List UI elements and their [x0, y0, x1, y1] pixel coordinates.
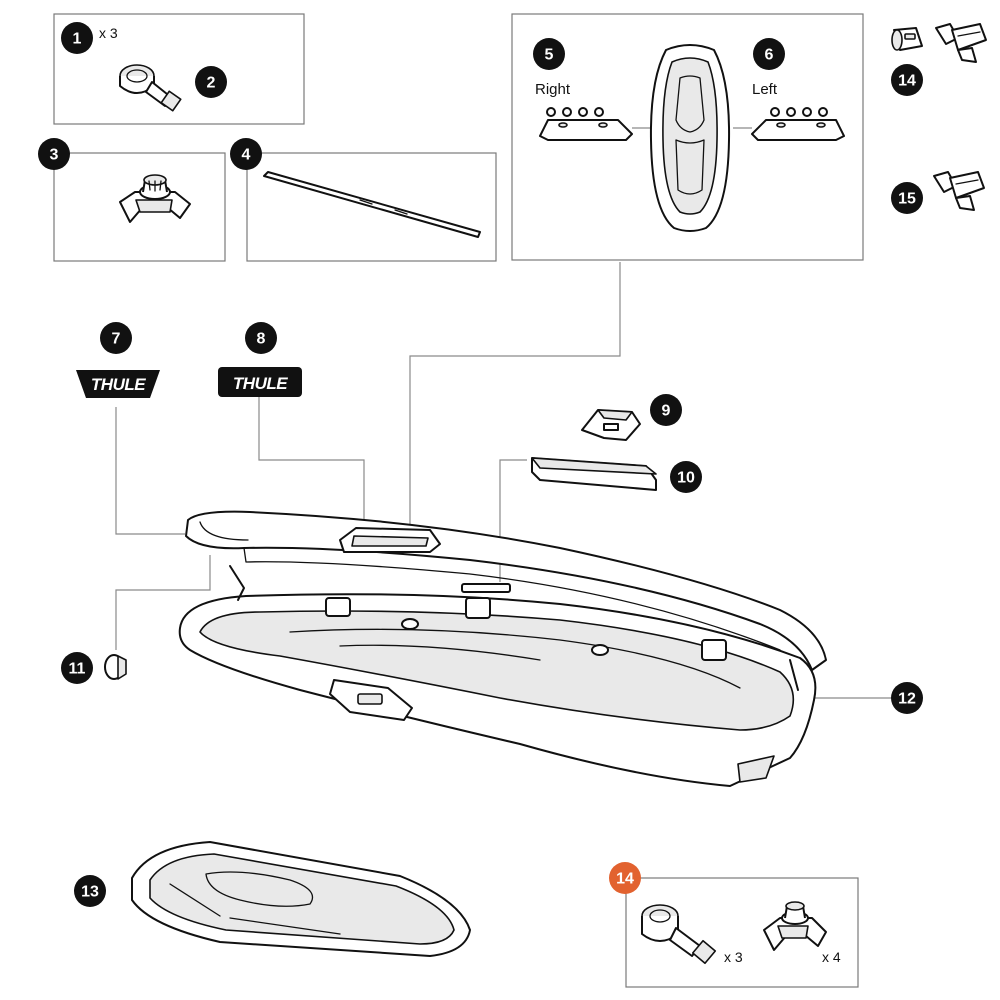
qty-kit-straps: x 3: [724, 949, 743, 965]
callout-number-14a: 14: [898, 73, 916, 90]
callout-badge-10: 10: [670, 461, 702, 493]
callout-number-4: 4: [242, 147, 251, 164]
callout-circle-5: [533, 38, 565, 70]
callout-circle-11: [61, 652, 93, 684]
callout-circle-8: [245, 322, 277, 354]
frame-item-3: [53, 152, 226, 262]
callout-number-11: 11: [69, 661, 86, 678]
callout-badge-14b: 14: [609, 862, 641, 894]
screws-right: [546, 107, 604, 117]
frame-item-14-kit: [625, 877, 859, 988]
lock-cylinder-part: [891, 27, 923, 51]
logo-8-text: THULE: [233, 374, 288, 393]
callout-circle-1: [61, 22, 93, 54]
callout-circle-3: [38, 138, 70, 170]
leader-8: [258, 397, 365, 528]
callout-number-12: 12: [898, 691, 916, 708]
screws-left: [770, 107, 828, 117]
callout-badge-8: 8: [245, 322, 277, 354]
label-left: Left: [752, 81, 778, 98]
key-15-part: [933, 171, 985, 211]
left-plate-part: [751, 119, 845, 141]
label-right: Right: [535, 81, 571, 98]
callout-number-2: 2: [207, 75, 216, 92]
lid-top-view: [649, 44, 731, 232]
callout-circle-9: [650, 394, 682, 426]
plug-part: [104, 654, 127, 680]
callout-number-13: 13: [81, 884, 99, 901]
callout-circle-14a: [891, 64, 923, 96]
qty-kit-clamps: x 4: [822, 949, 841, 965]
qty-item-1: x 3: [99, 25, 118, 41]
leader-7: [115, 407, 185, 535]
callout-circle-2: [195, 66, 227, 98]
callout-badge-1: 1: [61, 22, 93, 54]
callout-badge-11: 11: [61, 652, 93, 684]
base-shell-part: [131, 841, 471, 957]
callout-number-6: 6: [765, 47, 774, 64]
callout-circle-6: [753, 38, 785, 70]
leader-5-6: [409, 262, 621, 540]
callout-badge-4: 4: [230, 138, 262, 170]
callout-badge-7: 7: [100, 322, 132, 354]
rail-part: [263, 171, 481, 238]
callout-number-9: 9: [662, 403, 671, 420]
frame-items-1-2: [53, 13, 305, 125]
stop-pad-part: [581, 409, 641, 441]
callout-number-7: 7: [112, 331, 121, 348]
callout-number-8: 8: [257, 331, 266, 348]
callout-number-15: 15: [898, 191, 916, 208]
callout-badge-9: 9: [650, 394, 682, 426]
callout-circle-7: [100, 322, 132, 354]
callout-number-5: 5: [545, 47, 554, 64]
kit-strap-part: [641, 904, 717, 965]
callout-circle-4: [230, 138, 262, 170]
callout-number-14b: 14: [616, 871, 634, 888]
callout-circle-14b: [609, 862, 641, 894]
strap-part: [119, 64, 182, 112]
thule-logo-8: THULE: [218, 367, 302, 397]
callout-number-3: 3: [50, 147, 59, 164]
callout-circle-15: [891, 182, 923, 214]
leader-11: [115, 555, 211, 650]
right-plate-part: [539, 119, 633, 141]
callout-badge-13: 13: [74, 875, 106, 907]
clamp-part: [119, 174, 191, 223]
callout-badge-2: 2: [195, 66, 227, 98]
cargo-box-main: [178, 510, 827, 787]
key-14-part: [935, 23, 987, 63]
end-block-part: [531, 457, 657, 491]
callout-badge-6: 6: [753, 38, 785, 70]
kit-clamp-part: [763, 901, 827, 951]
callout-badge-5: 5: [533, 38, 565, 70]
callout-number-1: 1: [73, 31, 82, 48]
callout-badge-15: 15: [891, 182, 923, 214]
frame-item-4: [246, 152, 497, 262]
callout-badge-3: 3: [38, 138, 70, 170]
callout-badge-12: 12: [891, 682, 923, 714]
callout-circle-10: [670, 461, 702, 493]
logo-7-text: THULE: [91, 375, 146, 394]
callout-badge-14a: 14: [891, 64, 923, 96]
thule-logo-7: THULE: [76, 370, 160, 398]
frame-items-5-6: [511, 13, 864, 261]
callout-circle-13: [74, 875, 106, 907]
callout-number-10: 10: [677, 470, 695, 487]
callout-circle-12: [891, 682, 923, 714]
